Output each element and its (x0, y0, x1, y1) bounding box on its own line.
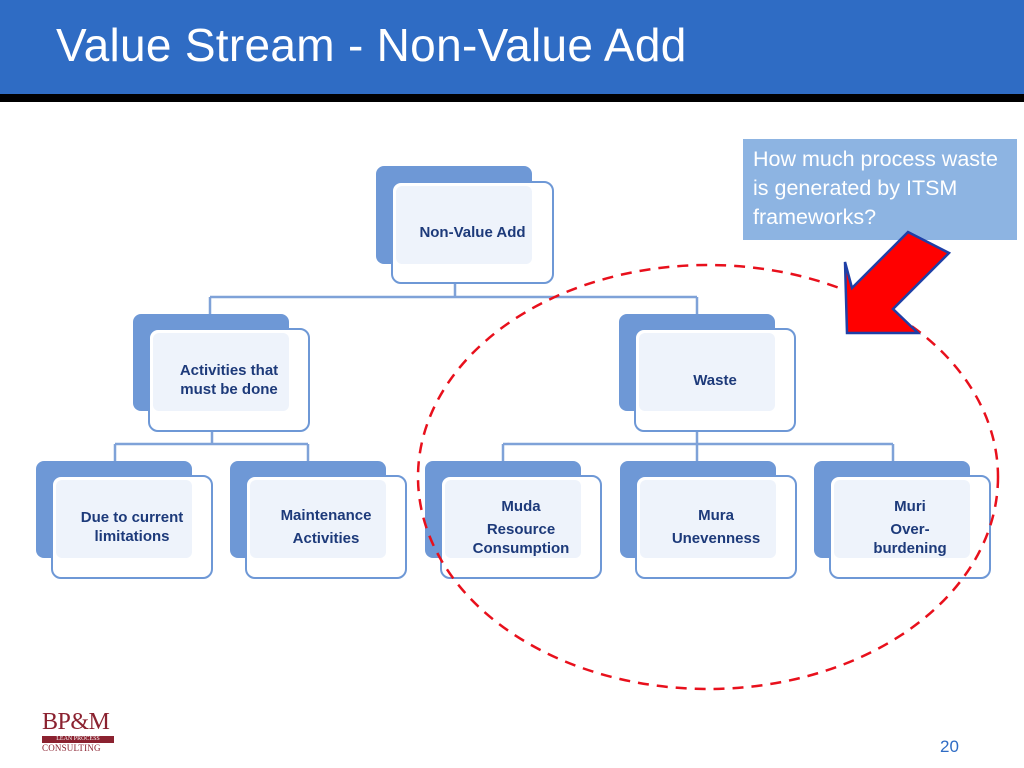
red-arrow-icon (843, 230, 952, 335)
node-mura: Mura Unevenness (620, 461, 798, 579)
node-due-to-current-limitations: Due to current limitations (36, 461, 214, 579)
node-waste: Waste (619, 314, 797, 432)
bpm-logo: BP&M LEAN PROCESS CONSULTING (42, 710, 114, 754)
node-label-line2: Unevenness (671, 530, 761, 547)
node-inner (56, 480, 192, 558)
node-inner (250, 480, 386, 558)
connector-activities (113, 430, 310, 462)
node-label-line1: Activities that must be done (179, 362, 279, 398)
logo-mark: BP&M (42, 709, 110, 735)
node-label: Mura Unevenness (637, 477, 795, 577)
node-activities-that-must-be-done: Activities that must be done (133, 314, 311, 432)
node-label-line1: Due to current limitations (80, 509, 184, 545)
node-label: Muda Resource Consumption (442, 477, 600, 577)
node-label-line2: Resource Consumption (472, 520, 570, 557)
node-label-line1: Non-Value Add (419, 224, 526, 241)
node-label-line1: Maintenance (280, 507, 372, 524)
page-number: 20 (940, 737, 959, 756)
node-inner (834, 480, 970, 558)
title-bar (0, 0, 1024, 94)
connector-waste (501, 430, 895, 462)
callout-box: How much process waste is generated by I… (743, 139, 1017, 240)
node-inner (396, 186, 532, 264)
node-label-line2: Over-burdening (873, 520, 947, 557)
node-inner (445, 480, 581, 558)
node-muri: Muri Over-burdening (814, 461, 992, 579)
node-inner (640, 480, 776, 558)
node-label: Muri Over-burdening (831, 477, 989, 577)
node-label: Activities that must be done (150, 330, 308, 430)
node-label-line1: Mura (698, 507, 734, 524)
node-inner (153, 333, 289, 411)
node-label-line2: Activities (292, 530, 360, 547)
node-label-line1: Muda (501, 497, 541, 515)
node-non-value-add: Non-Value Add (376, 166, 556, 284)
node-maintenance-activities: Maintenance Activities (230, 461, 408, 579)
node-inner (639, 333, 775, 411)
logo-band: LEAN PROCESS (42, 736, 114, 743)
node-muda: Muda Resource Consumption (425, 461, 603, 579)
node-label: Non-Value Add (393, 183, 552, 282)
node-label: Due to current limitations (53, 477, 211, 577)
dashed-highlight-ellipse (416, 263, 1000, 691)
node-label-line1: Muri (894, 497, 926, 515)
node-label-line1: Waste (693, 371, 737, 389)
node-label: Maintenance Activities (247, 477, 405, 577)
title-divider (0, 94, 1024, 102)
node-label: Waste (636, 330, 794, 430)
slide-title: Value Stream - Non-Value Add (56, 19, 687, 71)
logo-subtitle: CONSULTING (42, 743, 101, 753)
